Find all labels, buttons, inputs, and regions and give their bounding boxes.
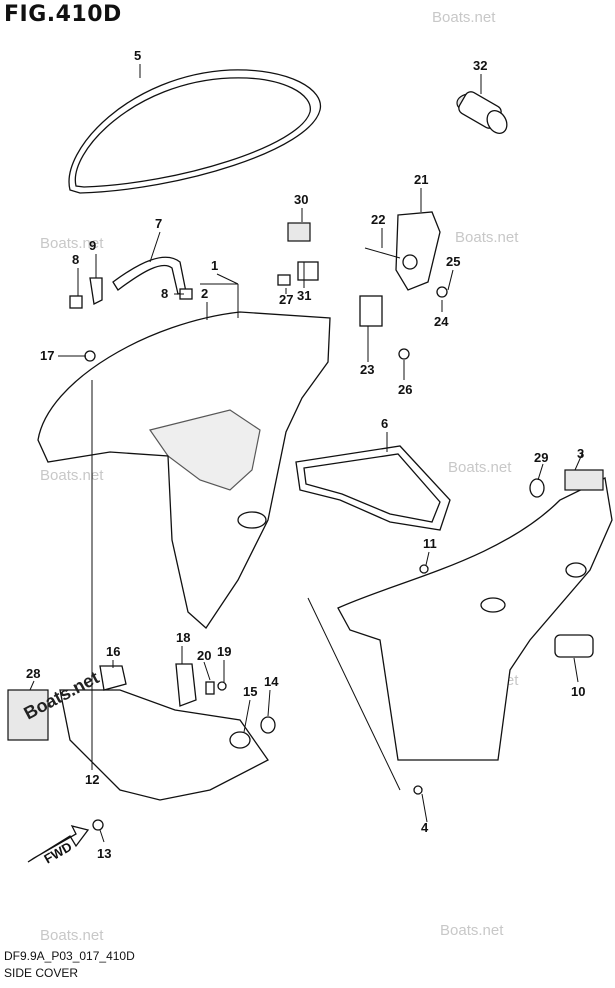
bolt-hardware bbox=[84, 348, 429, 831]
callout-number: 10 bbox=[571, 684, 585, 699]
figure-title: FIG.410D bbox=[4, 2, 122, 27]
lower-pan-part bbox=[7, 663, 276, 801]
callout-number: 28 bbox=[26, 666, 40, 681]
callout-number: 9 bbox=[89, 238, 96, 253]
seal-ring-part bbox=[68, 69, 322, 194]
watermark: Boats.net bbox=[440, 922, 504, 939]
watermark: Boats.net bbox=[40, 927, 104, 944]
grommet-part bbox=[456, 91, 508, 134]
callout-number: 32 bbox=[473, 58, 487, 73]
callout-number: 13 bbox=[97, 846, 111, 861]
callout-number: 30 bbox=[294, 192, 308, 207]
callout-number: 12 bbox=[85, 772, 99, 787]
drawing-code: DF9.9A_P03_017_410D bbox=[4, 949, 135, 963]
callout-number: 1 bbox=[211, 258, 218, 273]
callout-number: 18 bbox=[176, 630, 190, 645]
callout-number: 4 bbox=[421, 820, 429, 835]
callout-number: 14 bbox=[264, 674, 279, 689]
callout-number: 24 bbox=[434, 314, 449, 329]
watermark: Boats.net bbox=[448, 459, 512, 476]
callout-number: 8 bbox=[72, 252, 79, 267]
callout-number: 29 bbox=[534, 450, 548, 465]
hose-part bbox=[112, 256, 187, 295]
forward-arrow-icon: FWD bbox=[27, 825, 90, 867]
bracket-part bbox=[364, 211, 441, 291]
callout-number: 15 bbox=[243, 684, 257, 699]
callout-number: 17 bbox=[40, 348, 54, 363]
figure-subtitle: SIDE COVER bbox=[4, 966, 79, 980]
side-cover-right-part bbox=[337, 469, 613, 761]
callout-number: 26 bbox=[398, 382, 412, 397]
callout-number: 6 bbox=[381, 416, 388, 431]
callout-number: 2 bbox=[201, 286, 208, 301]
callout-number: 20 bbox=[197, 648, 211, 663]
callout-number: 21 bbox=[414, 172, 428, 187]
callout-number: 19 bbox=[217, 644, 231, 659]
callout-number: 16 bbox=[106, 644, 120, 659]
callout-number: 8 bbox=[161, 286, 168, 301]
watermark: Boats.net bbox=[432, 9, 496, 26]
watermark: Boats.net bbox=[455, 229, 519, 246]
callout-number: 23 bbox=[360, 362, 374, 377]
callout-number: 22 bbox=[371, 212, 385, 227]
watermark: Boats.net bbox=[40, 467, 104, 484]
side-cover-left-part bbox=[37, 311, 331, 629]
callout-number: 11 bbox=[423, 536, 437, 551]
callout-number: 7 bbox=[155, 216, 162, 231]
callout-number: 3 bbox=[577, 446, 584, 461]
clip-part bbox=[287, 222, 311, 242]
callout-number: 25 bbox=[446, 254, 460, 269]
watermark: Boats.net bbox=[40, 235, 104, 252]
callout-number: 27 bbox=[279, 292, 293, 307]
leader-lines bbox=[29, 64, 584, 843]
gasket-part bbox=[295, 445, 451, 531]
small-hardware bbox=[69, 261, 448, 327]
callout-number: 31 bbox=[297, 288, 311, 303]
fwd-label: FWD bbox=[41, 839, 74, 867]
callout-number: 5 bbox=[134, 48, 141, 63]
